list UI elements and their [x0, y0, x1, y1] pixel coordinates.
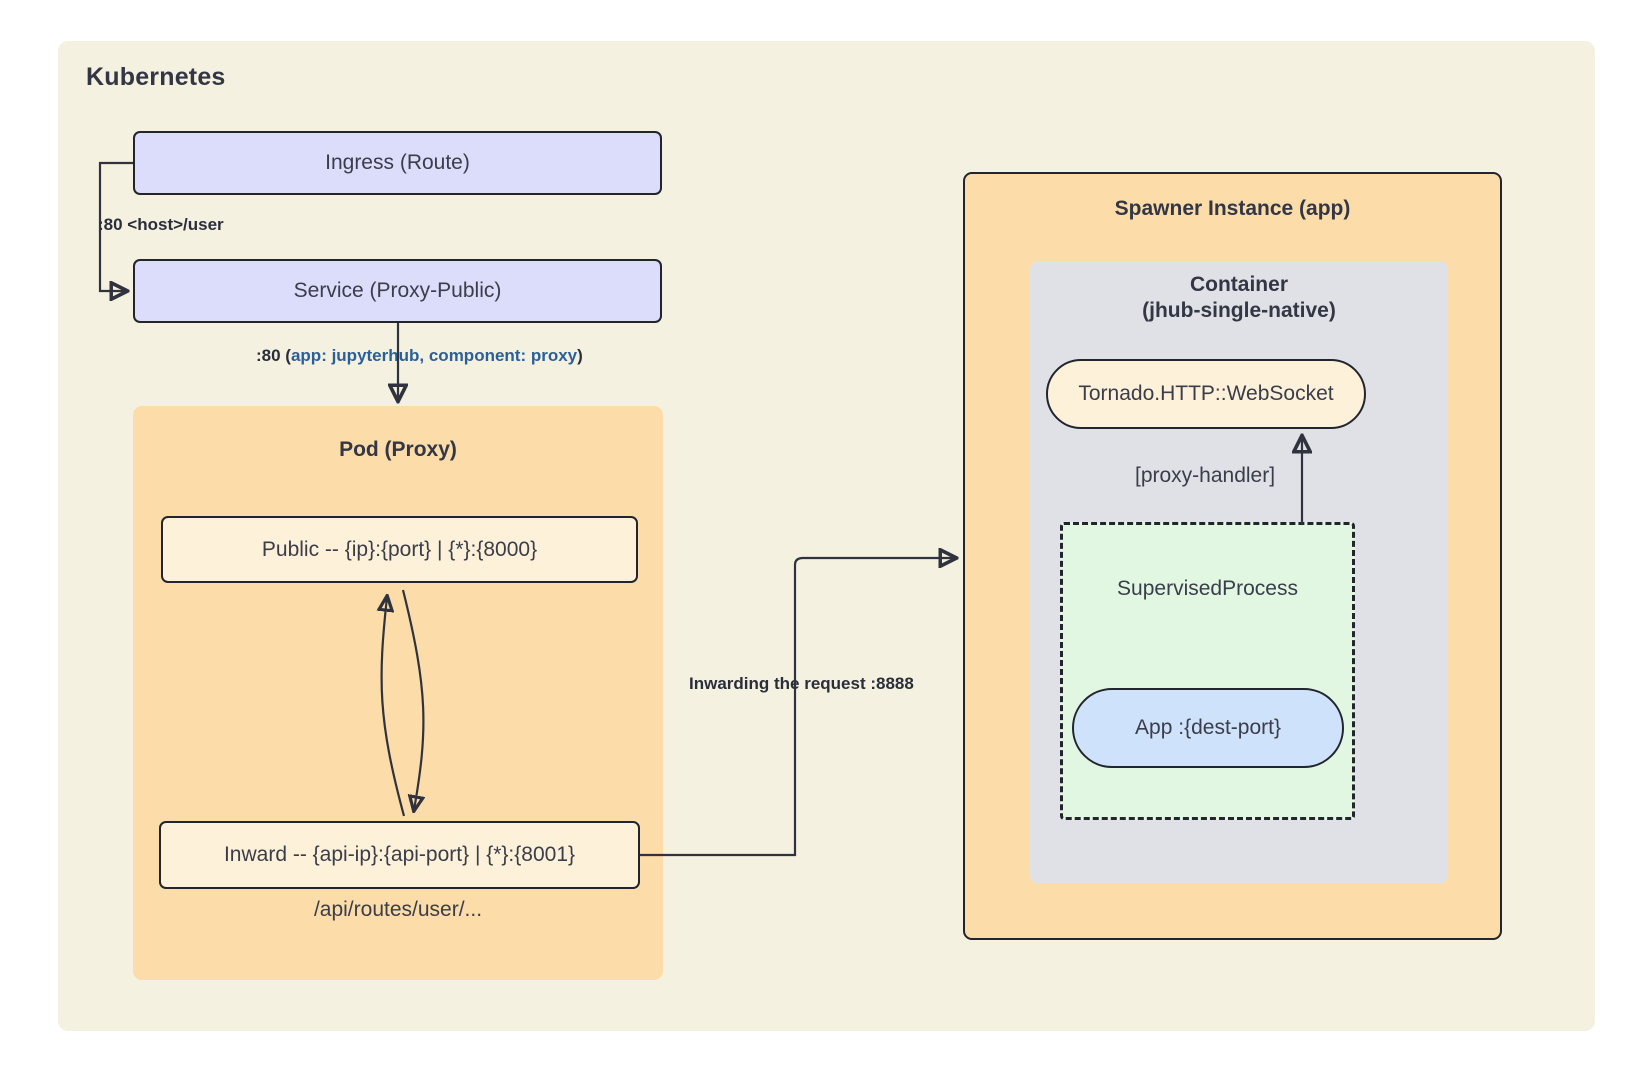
supervised-process-label: SupervisedProcess	[1117, 577, 1298, 600]
proxy-handler-label: [proxy-handler]	[1135, 464, 1276, 487]
service-to-pod-port: :80 (	[256, 346, 291, 365]
container-title-line2: (jhub-single-native)	[1142, 299, 1336, 322]
service-to-pod-paren-close: )	[577, 346, 583, 365]
ingress-route-label: Ingress (Route)	[325, 151, 470, 175]
spawner-instance-title: Spawner Instance (app)	[1114, 197, 1351, 220]
app-dest-port-label: App :{dest-port}	[1135, 716, 1281, 740]
service-proxy-public-node[interactable]: Service (Proxy-Public)	[133, 259, 662, 323]
tornado-websocket-node[interactable]: Tornado.HTTP::WebSocket	[1046, 359, 1366, 429]
container-title-line1: Container	[1189, 273, 1288, 296]
proxy-public-endpoint-node[interactable]: Public -- {ip}:{port} | {*}:{8000}	[161, 516, 638, 583]
api-routes-note: /api/routes/user/...	[313, 898, 483, 921]
proxy-public-endpoint-label: Public -- {ip}:{port} | {*}:{8000}	[261, 537, 538, 561]
ingress-route-node[interactable]: Ingress (Route)	[133, 131, 662, 195]
pod-proxy-group	[133, 406, 663, 980]
service-to-pod-label: :80 (app: jupyterhub, component: proxy)	[256, 346, 583, 366]
kubernetes-title: Kubernetes	[86, 63, 226, 91]
service-proxy-public-label: Service (Proxy-Public)	[293, 279, 502, 303]
proxy-inward-endpoint-label: Inward -- {api-ip}:{api-port} | {*}:{800…	[223, 843, 576, 867]
inward-to-spawner-label: Inwarding the request :8888	[689, 674, 914, 693]
pod-proxy-title: Pod (Proxy)	[339, 438, 457, 461]
service-to-pod-selector: app: jupyterhub, component: proxy	[290, 346, 578, 365]
supervised-process-group	[1060, 522, 1355, 820]
proxy-inward-endpoint-node[interactable]: Inward -- {api-ip}:{api-port} | {*}:{800…	[159, 821, 640, 889]
ingress-to-service-label: :80 <host>/user	[98, 215, 224, 234]
app-dest-port-node[interactable]: App :{dest-port}	[1072, 688, 1344, 768]
tornado-websocket-label: Tornado.HTTP::WebSocket	[1078, 382, 1334, 406]
